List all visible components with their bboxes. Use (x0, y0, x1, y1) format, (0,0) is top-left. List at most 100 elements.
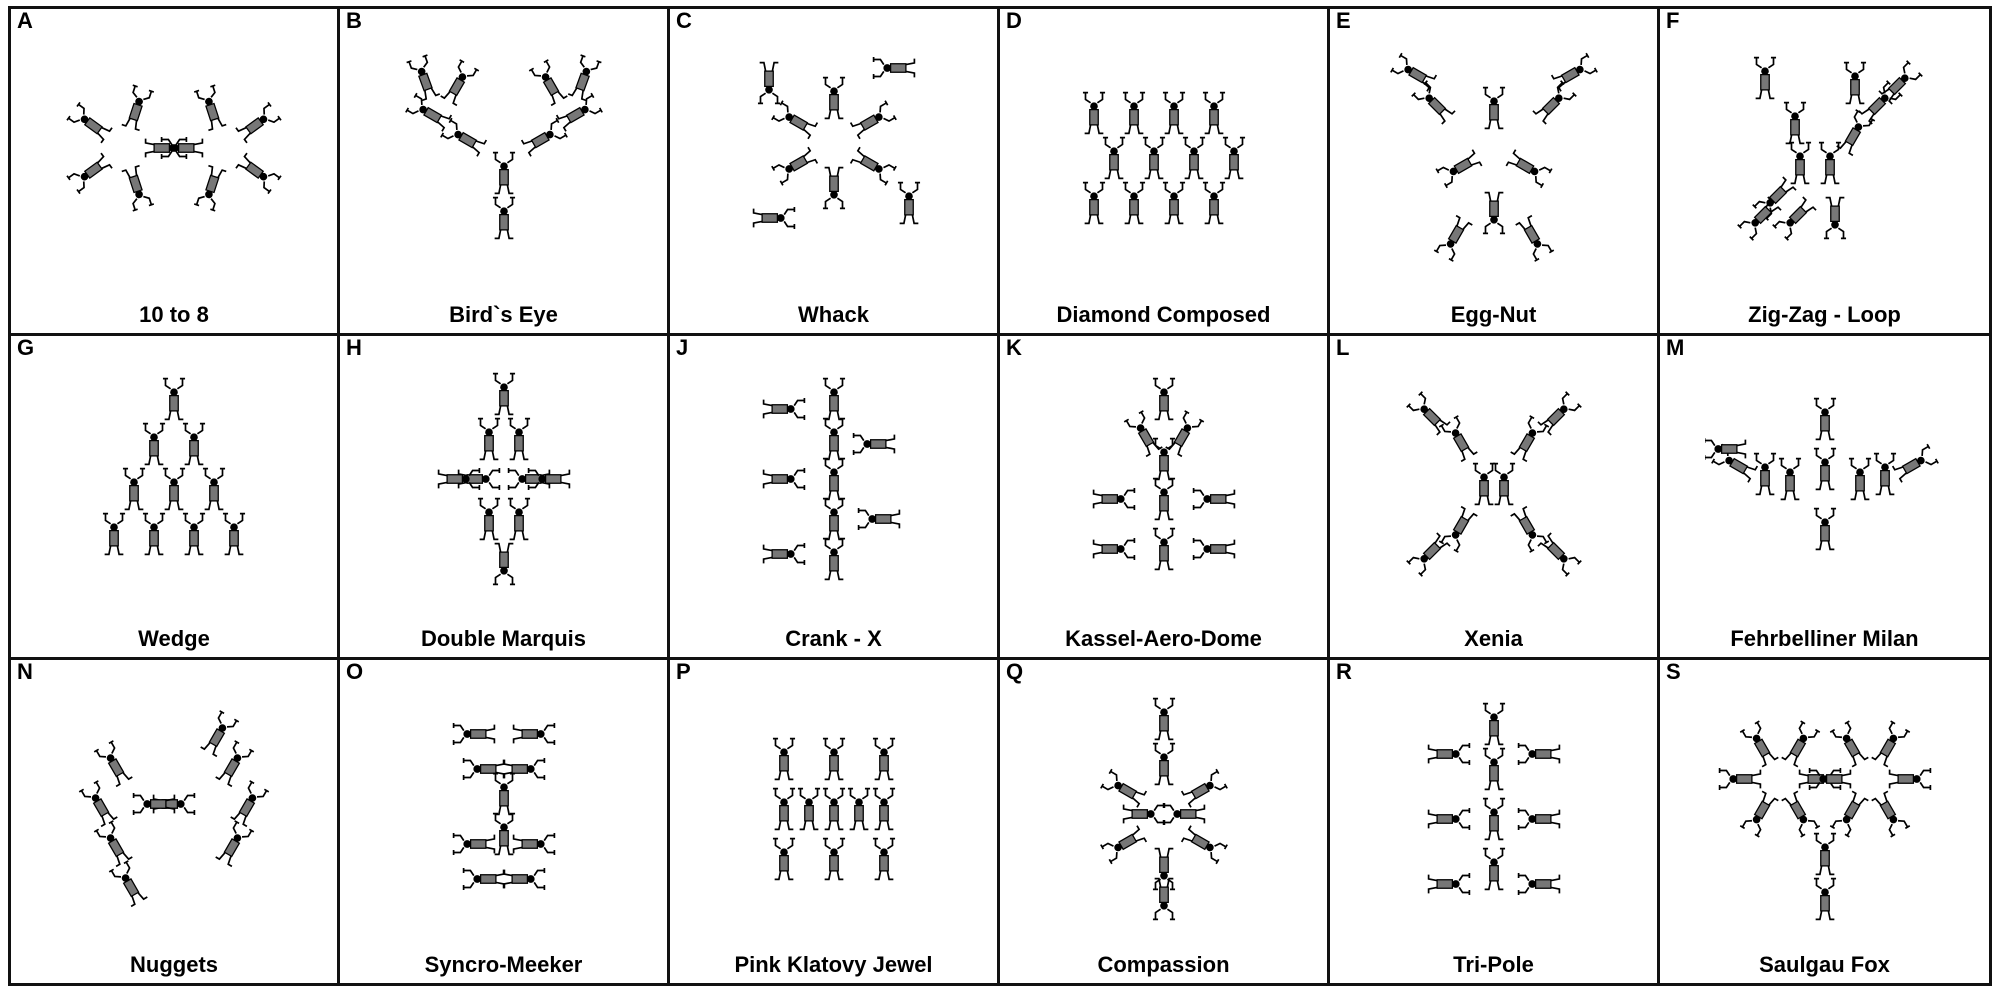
skydiver-figure (1193, 538, 1234, 560)
skydiver-figure (822, 78, 844, 119)
formation-name: Kassel-Aero-Dome (1000, 627, 1327, 651)
formation-name: Xenia (1330, 627, 1657, 651)
skydiver-figure (1780, 790, 1820, 836)
skydiver-figure (822, 498, 844, 539)
formation-diagram (54, 694, 294, 924)
skydiver-figure (1093, 538, 1134, 560)
skydiver-figure (214, 740, 254, 786)
formation-letter: F (1666, 10, 1679, 32)
formation-letter: S (1666, 661, 1681, 683)
formation-letter: P (676, 661, 691, 683)
skydiver-figure (1164, 410, 1204, 456)
skydiver-figure (477, 498, 499, 539)
skydiver-figure (1152, 378, 1174, 419)
skydiver-figure (120, 165, 154, 211)
skydiver-figure (94, 740, 134, 786)
skydiver-figure (1482, 703, 1504, 744)
skydiver-figure (203, 468, 225, 509)
skydiver-figure (1482, 193, 1504, 234)
skydiver-figure (1788, 143, 1810, 184)
skydiver-figure (1093, 488, 1134, 510)
formation-cell: RTri-Pole (1327, 657, 1660, 986)
skydiver-figure (1889, 768, 1930, 790)
skydiver-figure (1122, 93, 1144, 134)
formation-name: Bird`s Eye (340, 303, 667, 327)
formation-letter: E (1336, 10, 1351, 32)
formation-diagram (714, 43, 954, 273)
formation-diagram (54, 43, 294, 273)
skydiver-figure (1180, 769, 1226, 809)
skydiver-figure (1411, 81, 1455, 125)
skydiver-figure (1434, 215, 1474, 261)
skydiver-figure (772, 838, 794, 879)
skydiver-figure (492, 153, 514, 194)
skydiver-figure (507, 498, 529, 539)
formation-letter: B (346, 10, 362, 32)
skydiver-figure (1848, 458, 1870, 499)
skydiver-figure (109, 860, 149, 906)
skydiver-figure (492, 813, 514, 854)
skydiver-figure (214, 820, 254, 866)
formation-letter: C (676, 10, 692, 32)
skydiver-figure (1870, 790, 1910, 836)
skydiver-figure (763, 543, 804, 565)
skydiver-figure (1482, 848, 1504, 889)
formation-cell: DDiamond Composed (997, 6, 1330, 336)
skydiver-figure (1152, 478, 1174, 519)
formation-diagram (1044, 369, 1284, 599)
skydiver-figure (1122, 183, 1144, 224)
skydiver-figure (1152, 528, 1174, 569)
skydiver-figure (1870, 721, 1910, 767)
formation-diagram (1705, 694, 1945, 924)
skydiver-figure (797, 788, 819, 829)
skydiver-figure (872, 738, 894, 779)
skydiver-figure (529, 60, 569, 106)
skydiver-figure (67, 152, 113, 194)
formation-diagram (1044, 694, 1284, 924)
skydiver-figure (1740, 721, 1780, 767)
skydiver-figure (1753, 453, 1775, 494)
formation-cell: F Zig-Zag - Loop (1657, 6, 1992, 336)
formation-diagram (384, 369, 624, 599)
skydiver-figure (897, 183, 919, 224)
skydiver-figure (513, 723, 554, 745)
formation-name: Whack (670, 303, 997, 327)
skydiver-figure (1518, 873, 1559, 895)
formation-name: Syncro-Meeker (340, 953, 667, 977)
skydiver-figure (513, 833, 554, 855)
skydiver-figure (503, 758, 544, 780)
skydiver-figure (1428, 873, 1469, 895)
formation-cell: C Whack (667, 6, 1000, 336)
skydiver-figure (1835, 110, 1875, 156)
formation-name: Zig-Zag - Loop (1660, 303, 1989, 327)
formation-letter: K (1006, 337, 1022, 359)
skydiver-figure (1705, 438, 1745, 460)
formation-cell: QCompassion (997, 657, 1330, 986)
skydiver-figure (1082, 93, 1104, 134)
skydiver-figure (67, 102, 113, 144)
skydiver-figure (771, 101, 817, 141)
skydiver-figure (1772, 196, 1816, 240)
formation-letter: M (1666, 337, 1684, 359)
skydiver-figure (439, 60, 479, 106)
skydiver-figure (103, 513, 125, 554)
formation-name: Crank - X (670, 627, 997, 651)
skydiver-figure (406, 55, 441, 101)
skydiver-figure (822, 378, 844, 419)
skydiver-figure (183, 513, 205, 554)
formation-diagram (714, 694, 954, 924)
skydiver-figure (120, 85, 154, 131)
skydiver-figure (1180, 824, 1226, 864)
skydiver-figure (1518, 808, 1559, 830)
formation-diagram (1044, 43, 1284, 273)
skydiver-figure (763, 468, 804, 490)
skydiver-figure (822, 788, 844, 829)
skydiver-figure (440, 118, 486, 158)
